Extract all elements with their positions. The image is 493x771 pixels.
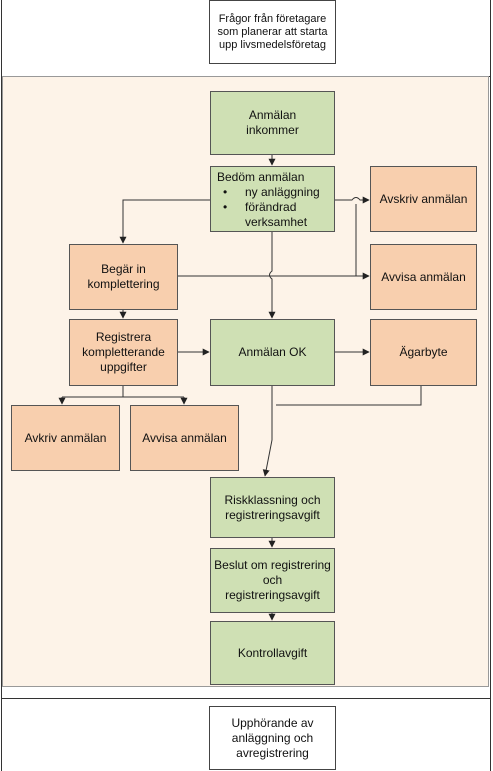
bottom-note: Upphörande av anläggning och avregistrer… <box>209 706 336 770</box>
top-note-line: som planerar att starta <box>217 25 328 38</box>
bullet-item: ny anläggning <box>223 185 328 200</box>
node-line: Anmälan <box>248 108 297 122</box>
frame-line-left <box>1 0 2 771</box>
top-note-line: upp livsmedelsföretag <box>218 38 326 51</box>
node-line: Ägarbyte <box>399 345 448 359</box>
frame-line-bottom-divider <box>1 698 491 699</box>
node-line: inkommer <box>246 123 299 137</box>
node-avskriv-anmalan: Avskriv anmälan <box>370 166 477 232</box>
arrow-bedom-to-avskriv <box>335 196 370 204</box>
arrow-ok-to-risk <box>262 386 273 477</box>
node-avvisa-anmalan: Avvisa anmälan <box>370 244 477 310</box>
arrow-bedom-to-begar <box>119 199 210 244</box>
node-line: registreringsavgift <box>225 507 320 522</box>
node-beslut: Beslut om registrering och registrerings… <box>210 548 335 613</box>
node-line: Avvisa anmälan <box>142 430 227 445</box>
node-registrera: Registrera kompletterande uppgifter <box>69 319 178 386</box>
node-line: Kontrollavgift <box>237 645 308 660</box>
bullet-list: ny anläggning förändrad verksamhet <box>217 185 328 230</box>
line-agarbyte-return <box>276 386 422 406</box>
node-line: Beslut om registrering <box>214 558 331 572</box>
node-line: uppgifter <box>100 360 147 374</box>
top-note: Frågor från företagare som planerar att … <box>209 0 336 64</box>
node-anmalan-inkommer: Anmälan inkommer <box>210 91 335 155</box>
frame-line-right <box>490 0 491 771</box>
bottom-note-line: Upphörande av <box>231 715 314 730</box>
node-title: Bedöm anmälan <box>217 170 305 184</box>
node-line: komplettering <box>87 277 160 291</box>
node-avvisa-anmalan-2: Avvisa anmälan <box>130 405 239 471</box>
node-begar-komplettering: Begär in komplettering <box>69 244 178 310</box>
top-note-line: Frågor från företagare <box>218 12 327 25</box>
node-avkriv-anmalan: Avkriv anmälan <box>11 405 120 471</box>
node-line: Avvisa anmälan <box>381 269 466 284</box>
node-anmalan-ok: Anmälan OK <box>210 319 335 386</box>
arrow-bedom-to-ok <box>268 232 276 319</box>
node-riskklassning: Riskklassning och registreringsavgift <box>210 477 335 538</box>
node-line: Begär in <box>101 262 146 276</box>
node-line: Avskriv anmälan <box>379 191 468 206</box>
node-line: Avkriv anmälan <box>24 430 107 445</box>
node-line: och <box>262 573 283 587</box>
bottom-note-line: avregistrering <box>236 745 309 760</box>
node-line: Anmälan OK <box>238 345 307 359</box>
node-line: Riskklassning och <box>224 492 321 507</box>
node-bedom-anmalan: Bedöm anmälan ny anläggning förändrad ve… <box>210 166 335 232</box>
bullet-item: förändrad verksamhet <box>223 200 328 230</box>
node-line: kompletterande <box>82 345 165 359</box>
node-agarbyte: Ägarbyte <box>370 319 477 386</box>
bottom-note-line: anläggning och <box>231 730 314 745</box>
node-kontrollavgift: Kontrollavgift <box>210 621 335 685</box>
node-line: Registrera <box>95 330 152 344</box>
node-line: registreringsavgift <box>225 588 320 602</box>
